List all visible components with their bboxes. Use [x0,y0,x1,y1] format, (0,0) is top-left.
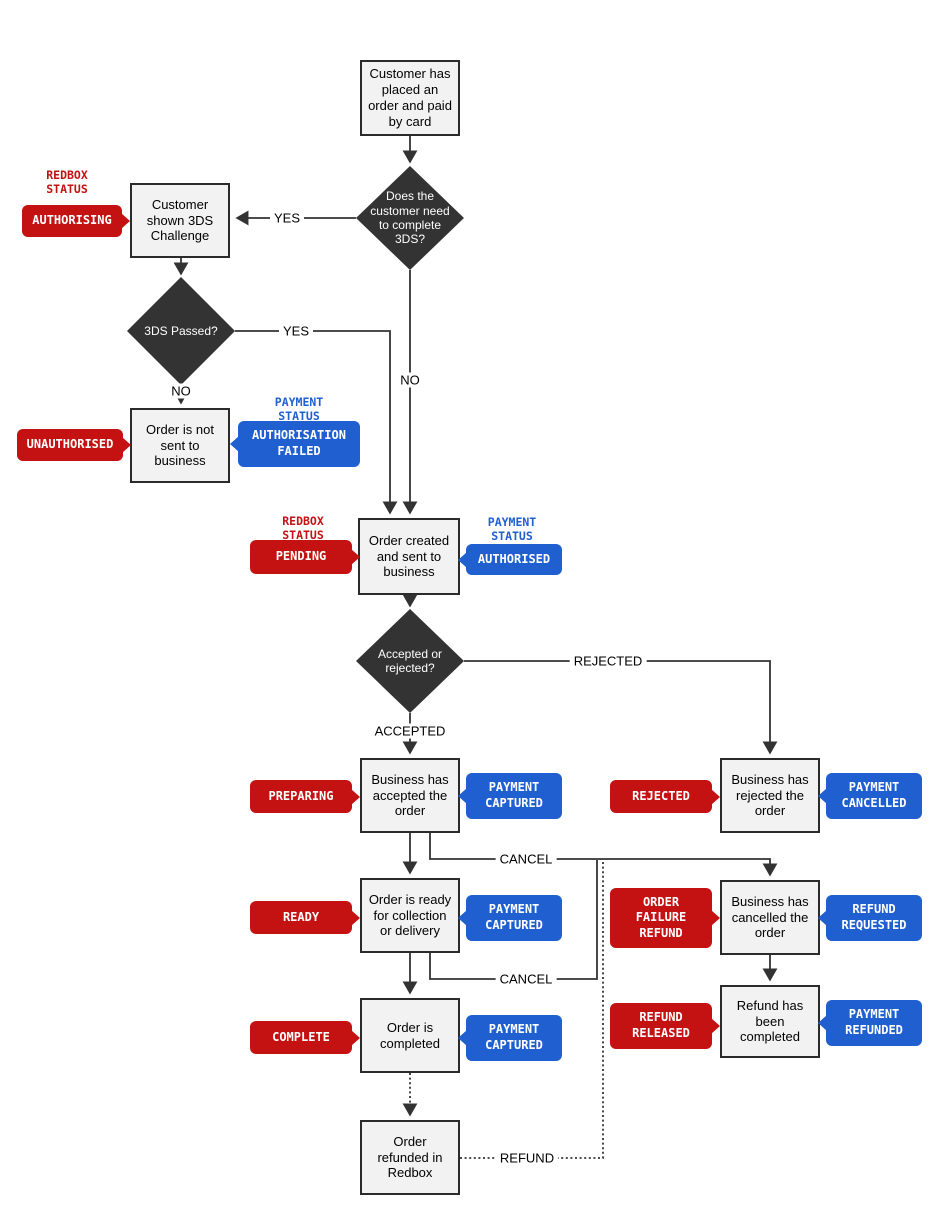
node-business-accepted: Business has accepted the order [360,758,460,833]
badge-payment-captured-2: PAYMENT CAPTURED [466,895,562,941]
badge-payment-refunded: PAYMENT REFUNDED [826,1000,922,1046]
node-business-cancelled: Business has cancelled the order [720,880,820,955]
badge-refund-requested: REFUND REQUESTED [826,895,922,941]
edge-label-accepted: ACCEPTED [370,723,450,739]
badge-authorisation-failed: AUTHORISATION FAILED [238,421,360,467]
node-business-rejected: Business has rejected the order [720,758,820,833]
badge-order-failure-refund: ORDER FAILURE REFUND [610,888,712,948]
badge-authorised: AUTHORISED [466,544,562,575]
payment-status-header-authorised: PAYMENT STATUS [487,515,537,543]
redbox-status-header-authorising: REDBOX STATUS [46,168,88,196]
edge-label-cancel-1: CANCEL [495,851,557,867]
edge-label-yes-3ds: YES [269,210,305,226]
badge-preparing: PREPARING [250,780,352,813]
node-order-completed: Order is completed [360,998,460,1073]
badge-authorising: AUTHORISING [22,205,122,237]
node-order-not-sent: Order is not sent to business [130,408,230,483]
badge-payment-captured-3: PAYMENT CAPTURED [466,1015,562,1061]
badge-unauthorised: UNAUTHORISED [17,429,123,461]
edge-label-yes-passed: YES [278,323,314,339]
payment-status-header-failed: PAYMENT STATUS [274,395,324,423]
edge-label-cancel-2: CANCEL [495,971,557,987]
node-order-created: Order created and sent to business [358,518,460,595]
edge-label-no-3ds: NO [396,372,424,388]
badge-ready: READY [250,901,352,934]
badge-rejected: REJECTED [610,780,712,813]
badge-payment-cancelled: PAYMENT CANCELLED [826,773,922,819]
badge-payment-captured-1: PAYMENT CAPTURED [466,773,562,819]
edge-label-rejected: REJECTED [569,653,647,669]
node-order-refunded-redbox: Order refunded in Redbox [360,1120,460,1195]
badge-refund-released: REFUND RELEASED [610,1003,712,1049]
badge-complete: COMPLETE [250,1021,352,1054]
node-customer-shown-3ds: Customer shown 3DS Challenge [130,183,230,258]
node-order-ready: Order is ready for collection or deliver… [360,878,460,953]
decision-3ds-needed: Does the customer need to complete 3DS? [356,166,464,270]
node-refund-completed: Refund has been completed [720,985,820,1058]
badge-pending: PENDING [250,540,352,574]
redbox-status-header-pending: REDBOX STATUS [282,514,324,542]
edge-label-no-passed: NO [167,383,195,399]
node-customer-placed-order: Customer has placed an order and paid by… [360,60,460,136]
edge-label-refund: REFUND [495,1150,559,1166]
